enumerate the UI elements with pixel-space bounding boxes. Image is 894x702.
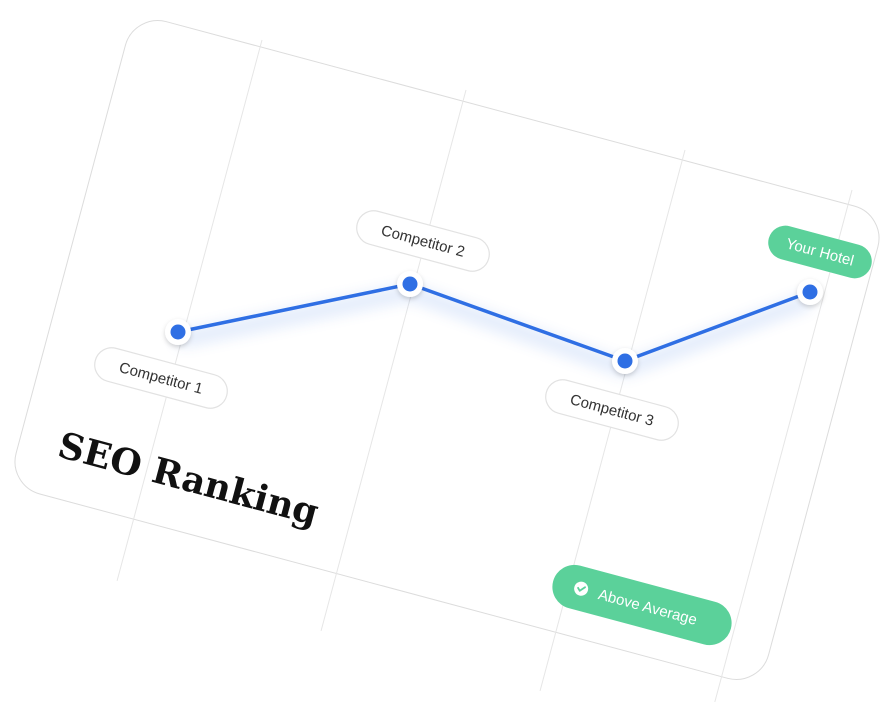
series-marker — [397, 271, 423, 297]
above-average-badge: Above Average — [552, 564, 732, 646]
marker-dot — [617, 353, 633, 369]
check-circle-icon — [574, 581, 589, 596]
category-label: Competitor 1 — [94, 347, 228, 409]
marker-dot — [170, 324, 186, 340]
badge-background — [552, 564, 732, 646]
grid-line — [116, 39, 263, 582]
label-pill — [356, 210, 490, 272]
label-pill — [768, 225, 872, 279]
category-label: Competitor 2 — [356, 210, 490, 272]
series-marker — [612, 348, 638, 374]
grid-line — [320, 89, 467, 632]
category-label: Competitor 3 — [545, 379, 679, 441]
label-pill — [94, 347, 228, 409]
grid-line — [714, 189, 853, 702]
series-line-glow — [176, 286, 812, 375]
chart-title: SEO Ranking — [54, 424, 323, 534]
marker-dot — [802, 284, 818, 300]
label-pill — [545, 379, 679, 441]
marker-dot — [402, 276, 418, 292]
series-marker — [165, 319, 191, 345]
series-line — [176, 282, 812, 363]
markers — [165, 271, 823, 374]
category-label-your-hotel: Your Hotel — [768, 225, 872, 279]
series-marker — [797, 279, 823, 305]
grid-lines — [116, 39, 853, 702]
